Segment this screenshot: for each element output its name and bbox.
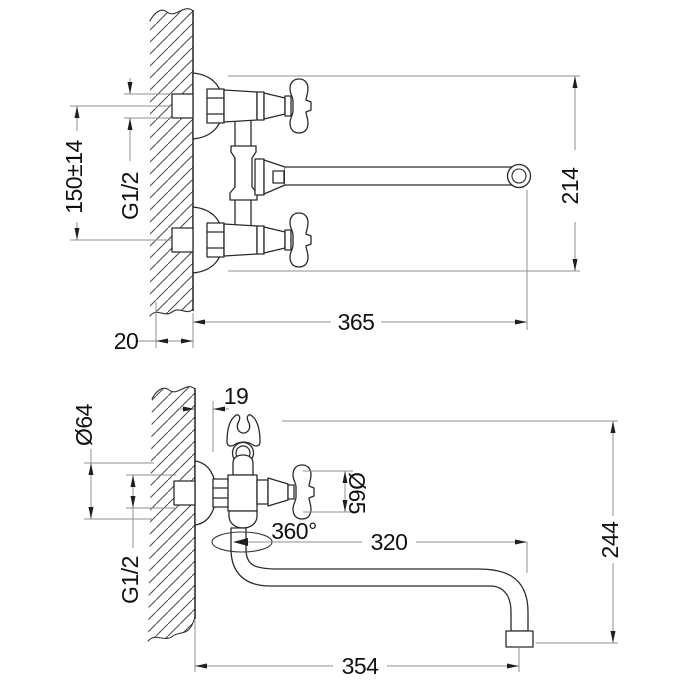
dimension-holder-offset: 19 <box>179 383 249 452</box>
holder-neck <box>232 454 254 476</box>
dimension-overall-reach: 354 <box>194 620 520 679</box>
wall-thickness-label: 20 <box>114 328 139 354</box>
shower-holder-fork <box>226 414 261 447</box>
spout-end-cap <box>506 163 532 189</box>
spout-connector-detail <box>272 170 285 184</box>
dimension-spout-reach-bottom: 320 <box>248 529 528 573</box>
spout-reach-top-label: 365 <box>338 309 375 335</box>
wall-break-bottom-edge <box>147 616 196 642</box>
dimension-spout-reach-top: 365 <box>193 190 528 335</box>
wall-hatch-top <box>150 8 193 317</box>
figure-bottom-view: 19 Ø64 G1/2 Ø65 360° <box>71 383 623 679</box>
dimension-overall-height-top: 214 <box>228 75 583 272</box>
inlet-thread-top-label: G1/2 <box>117 172 143 220</box>
inlet-spacing-label: 150±14 <box>61 140 87 214</box>
mixer-body <box>227 474 258 512</box>
overall-height-top-label: 214 <box>557 167 583 205</box>
swivel-rotation-arrow <box>233 538 248 546</box>
dimension-inlet-thread-bottom: G1/2 <box>117 474 176 604</box>
dimension-overall-height-bottom: 244 <box>282 420 623 644</box>
swivel-angle-label: 360° <box>271 518 317 544</box>
dimension-inlet-thread-top: G1/2 <box>117 78 172 220</box>
wall-break-top-edge <box>151 386 196 400</box>
wall-break-top-edge <box>149 8 194 22</box>
swivel-collar <box>228 510 258 529</box>
valve-handle <box>292 464 315 520</box>
aerator-cap <box>505 630 534 648</box>
handle-diameter-label: Ø65 <box>344 472 370 514</box>
spout-end-cap-inner <box>511 168 527 184</box>
hex-nut <box>212 478 230 508</box>
spout-reach-bottom-label: 320 <box>371 529 408 555</box>
spout-tube-fill <box>285 167 512 185</box>
handle-hub <box>287 484 295 500</box>
dimension-flange-diameter: Ø64 <box>71 403 154 520</box>
hex-nut-facets <box>213 487 229 499</box>
flange-diameter-label: Ø64 <box>71 403 97 446</box>
valve-transition <box>256 479 269 505</box>
inlet-pipe <box>173 480 196 506</box>
spout-tube <box>285 166 512 186</box>
dimension-wall-thickness: 20 <box>114 302 194 354</box>
swivel-spout <box>230 527 529 632</box>
valve-cone <box>267 477 289 507</box>
holder-offset-label: 19 <box>224 383 249 409</box>
overall-reach-label: 354 <box>342 653 380 679</box>
spout-connector-band <box>254 158 265 196</box>
wall-hatch-bottom <box>148 386 195 641</box>
dimension-inlet-spacing: 150±14 <box>61 105 172 241</box>
body-spool <box>229 145 258 201</box>
dimension-handle-diameter: Ø65 <box>303 470 370 514</box>
inlet-thread-bottom-label: G1/2 <box>117 556 143 604</box>
overall-height-bottom-label: 244 <box>597 521 623 559</box>
figure-top-view: G1/2 150±14 20 365 <box>61 8 583 354</box>
